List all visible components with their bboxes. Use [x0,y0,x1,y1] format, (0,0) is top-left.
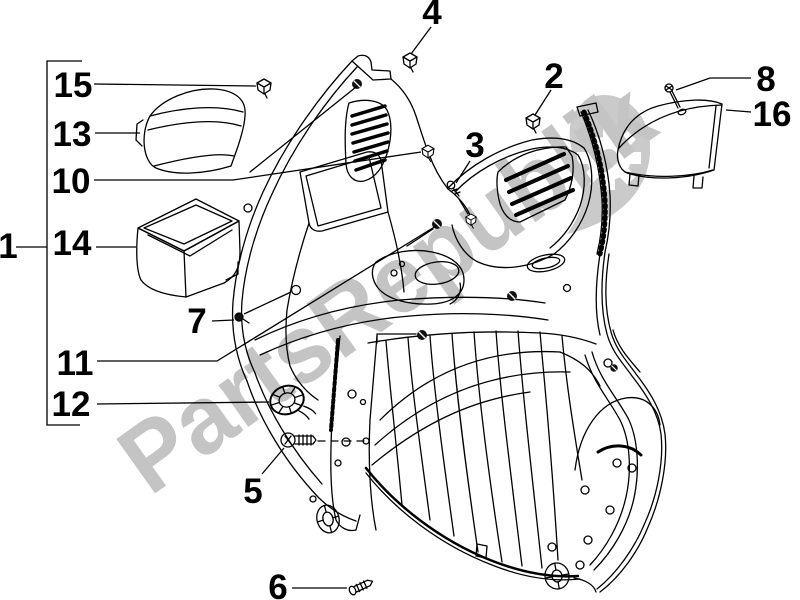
center-column [309,333,417,534]
callout-14: 14 [53,224,92,263]
callout-8: 8 [756,60,775,99]
part-13-top-cover [135,88,246,174]
part-7-screw [234,312,250,324]
right-pillar [562,102,613,368]
screw-axis-lines [249,86,434,247]
left-vent-grille [344,99,392,182]
callout-10: 10 [52,162,91,201]
part-3-screw [446,180,469,215]
mount-hole [290,284,302,296]
callout-13: 13 [53,115,92,154]
part-16-lid [616,99,723,189]
part-5-screw [280,432,370,448]
callout-4: 4 [422,0,442,32]
part-8-screw [664,83,687,116]
callout-6: 6 [268,568,287,600]
mount-hole [243,203,253,213]
right-foot [544,562,570,590]
right-vent-grille-panel [447,137,593,269]
ignition-pocket [371,249,465,305]
group-1-bracket [46,60,82,426]
part-10-clip [421,144,435,162]
callout-2: 2 [544,57,563,96]
upper-shield-left-edge [231,60,358,522]
right-oval-hole [526,253,566,273]
callout-15: 15 [54,66,93,105]
callout-leader-lines [16,26,752,589]
dashboard-shelf [254,296,549,356]
scooter-front-assembly-drawing [135,52,723,596]
part-4-clip [402,52,418,73]
callout-5: 5 [243,472,262,511]
left-foot [316,504,340,534]
right-outer-edge [596,251,667,593]
part-15-clip [256,78,272,99]
part-12-lock-ring [269,384,317,420]
callout-11: 11 [57,344,94,383]
callout-3: 3 [465,126,484,165]
inner-shield-left-panel [285,222,319,401]
part-14-glove-box [136,198,241,298]
part-6-screw [348,579,374,596]
upper-cowl-tip [351,54,449,190]
callout-16: 16 [753,95,792,134]
floorboard [364,330,661,593]
callout-1: 1 [0,227,18,266]
callout-12: 12 [52,385,91,424]
callout-7: 7 [187,302,206,341]
